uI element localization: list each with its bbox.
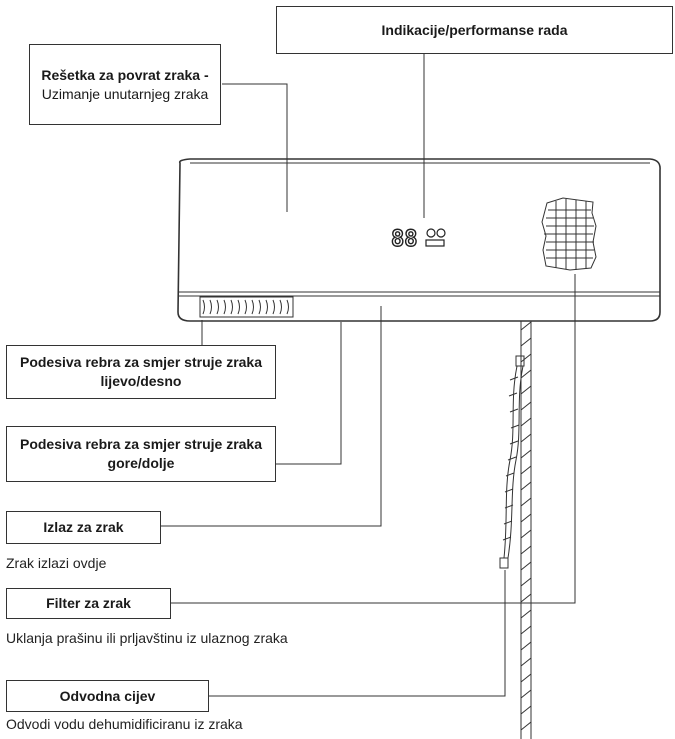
leader-louvers-ud <box>276 322 342 465</box>
label-air-filter: Filter za zrak <box>6 588 171 619</box>
label-air-outlet: Izlaz za zrak <box>6 511 161 544</box>
air-outlet-caption: Zrak izlazi ovdje <box>6 555 107 571</box>
display-timer-icon <box>436 228 446 238</box>
filter-mesh <box>541 197 597 271</box>
drain-hose <box>499 355 525 569</box>
leader-air-filter <box>171 274 576 604</box>
return-grille-title: Rešetka za povrat zraka - <box>41 66 209 83</box>
leader-return-grille <box>222 83 288 212</box>
display-panel: 88 <box>390 226 446 253</box>
display-digits: 88 <box>391 227 418 252</box>
indoor-unit-body <box>177 158 661 322</box>
air-filter-caption: Uklanja prašinu ili prljavštinu iz ulazn… <box>6 630 288 646</box>
louver-grille <box>199 296 294 318</box>
drain-pipe-title: Odvodna cijev <box>59 687 156 704</box>
air-filter-title: Filter za zrak <box>46 595 131 612</box>
label-indicators: Indikacije/performanse rada <box>276 6 673 54</box>
drain-pipe-main <box>520 321 532 739</box>
drain-pipe-caption: Odvodi vodu dehumidificiranu iz zraka <box>6 716 243 732</box>
label-drain-pipe: Odvodna cijev <box>6 680 209 712</box>
label-louvers-ud: Podesiva rebra za smjer struje zraka gor… <box>6 426 276 482</box>
louvers-lr-title: Podesiva rebra za smjer struje zraka lij… <box>19 354 263 389</box>
louvers-ud-title: Podesiva rebra za smjer struje zraka gor… <box>19 436 263 471</box>
air-outlet-title: Izlaz za zrak <box>43 519 124 536</box>
return-grille-desc: Uzimanje unutarnjeg zraka <box>41 85 209 102</box>
indicators-title: Indikacije/performanse rada <box>381 21 568 38</box>
leader-air-outlet <box>161 306 382 527</box>
display-indicator-icon <box>426 228 436 238</box>
display-signal-icon <box>425 239 445 247</box>
label-louvers-lr: Podesiva rebra za smjer struje zraka lij… <box>6 345 276 399</box>
leader-drain-pipe <box>209 570 506 697</box>
label-return-grille: Rešetka za povrat zraka - Uzimanje unuta… <box>29 44 221 125</box>
